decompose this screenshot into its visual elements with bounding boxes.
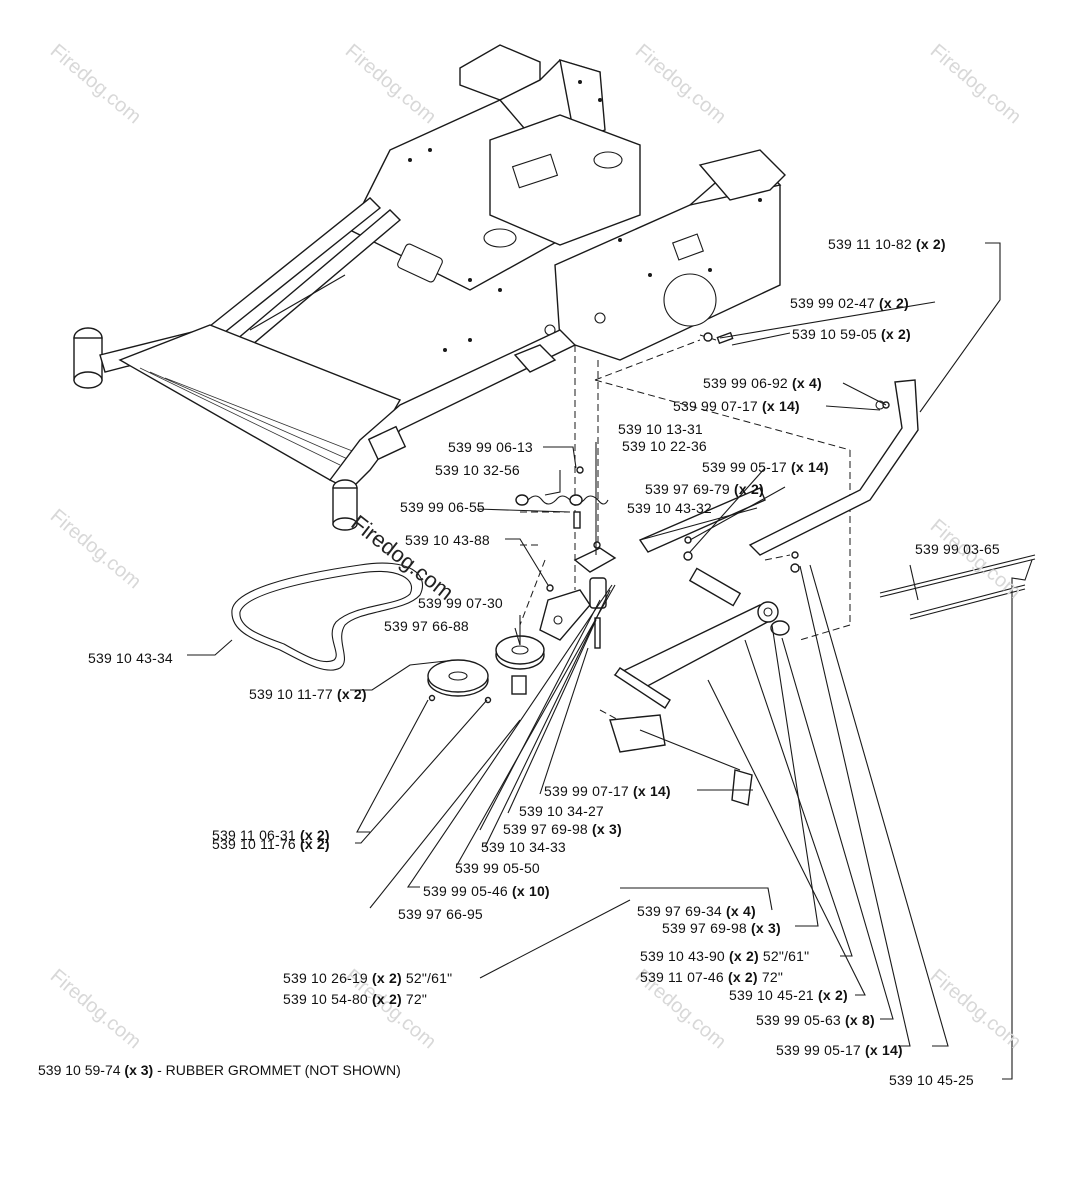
part-label: 539 10 45-25	[889, 1072, 974, 1088]
deck-rod	[879, 554, 1036, 620]
part-label: 539 99 05-46 (x 10)	[423, 883, 550, 899]
left-lift-arm	[638, 487, 766, 607]
part-label: 539 10 43-34	[88, 650, 173, 666]
part-label: 539 97 69-98 (x 3)	[662, 920, 781, 936]
part-label: 539 10 59-05 (x 2)	[792, 326, 911, 342]
part-label: 539 99 02-47 (x 2)	[790, 295, 909, 311]
drive-belt	[231, 562, 423, 671]
part-label: 539 10 43-32	[627, 500, 712, 516]
footnote: 539 10 59-74 (x 3) - RUBBER GROMMET (NOT…	[38, 1062, 401, 1078]
part-label: 539 97 66-88	[384, 618, 469, 634]
lower-deck-arm	[609, 601, 790, 806]
part-label: 539 97 69-98 (x 3)	[503, 821, 622, 837]
part-label: 539 10 11-76 (x 2)	[212, 836, 330, 852]
leader-lines	[187, 242, 1033, 1080]
part-label: 539 11 06-31 (x 2)	[212, 827, 330, 843]
mower-frame	[73, 44, 786, 531]
footnote-qty: (x 3)	[124, 1062, 154, 1078]
part-label: 539 99 07-30	[418, 595, 503, 611]
part-label: 539 10 54-80 (x 2) 72"	[283, 991, 428, 1007]
part-label: 539 10 22-36	[622, 438, 707, 454]
part-label: 539 10 26-19 (x 2) 52"/61"	[283, 970, 453, 986]
pulley-assembly	[427, 494, 617, 697]
footnote-part: 539 10 59-74	[38, 1062, 121, 1078]
part-label: 539 10 43-88	[405, 532, 490, 548]
part-label: 539 10 13-31	[618, 421, 703, 437]
part-label: 539 97 69-34 (x 4)	[637, 903, 756, 919]
part-label: 539 10 11-77 (x 2)	[249, 686, 367, 702]
part-label: 539 10 32-56	[435, 462, 520, 478]
part-label: 539 97 69-79 (x 2)	[645, 481, 764, 497]
part-label: 539 99 06-92 (x 4)	[703, 375, 822, 391]
part-label: 539 10 34-27	[519, 803, 604, 819]
fasteners	[428, 331, 890, 704]
part-label: 539 10 43-90 (x 2) 52"/61"	[640, 948, 810, 964]
part-label: 539 99 07-17 (x 14)	[544, 783, 671, 799]
part-label: 539 10 45-21 (x 2)	[729, 987, 848, 1003]
part-label: 539 99 05-63 (x 8)	[756, 1012, 875, 1028]
part-label: 539 99 05-50	[455, 860, 540, 876]
part-label: 539 99 05-17 (x 14)	[702, 459, 829, 475]
part-label: 539 99 03-65	[915, 541, 1000, 557]
part-label: 539 11 10-82 (x 2)	[828, 236, 946, 252]
part-label: 539 99 07-17 (x 14)	[673, 398, 800, 414]
footnote-text: - RUBBER GROMMET (NOT SHOWN)	[153, 1062, 401, 1078]
part-label: 539 11 07-46 (x 2) 72"	[640, 969, 784, 985]
part-label: 539 99 06-55	[400, 499, 485, 515]
part-label: 539 99 06-13	[448, 439, 533, 455]
part-label: 539 10 34-33	[481, 839, 566, 855]
part-label: 539 99 05-17 (x 14)	[776, 1042, 903, 1058]
part-label: 539 97 66-95	[398, 906, 483, 922]
